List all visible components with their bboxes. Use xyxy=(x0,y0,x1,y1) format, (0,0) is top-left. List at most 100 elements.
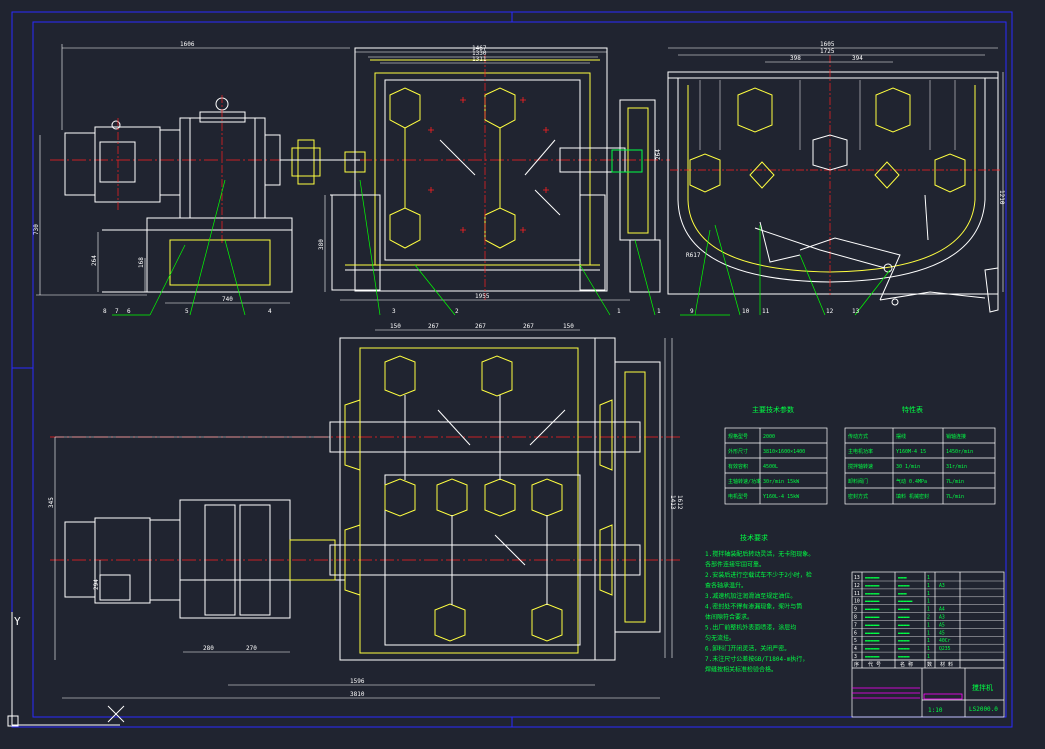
side-leaders xyxy=(680,224,891,316)
feature-cell: 摆线 xyxy=(896,433,906,440)
balloons-right-group: 1 9 10 11 12 13 xyxy=(657,308,860,315)
dim-1311: 1311 xyxy=(472,56,487,63)
parts-cell: A4 xyxy=(939,607,945,613)
plan-motor xyxy=(64,517,181,604)
parts-cell: ▬▬▬▬▬ xyxy=(865,631,880,636)
balloon-12: 12 xyxy=(826,308,834,315)
main-param-label: 外形尺寸 xyxy=(728,448,748,455)
plan-dimension-lines xyxy=(54,329,673,699)
parts-header-cell: 序 xyxy=(854,661,859,668)
feature-cell: 填料 机械密封 xyxy=(896,493,929,500)
parts-cell: 11 xyxy=(854,591,860,597)
parts-cell: 1 xyxy=(927,638,930,644)
tech-note-line: 各部件连接牢固可靠。 xyxy=(705,561,765,569)
balloons-left-group: 8 7 6 5 4 xyxy=(103,308,272,315)
tech-note-line: 1.搅拌轴装配后转动灵活，无卡阻现象。 xyxy=(705,550,814,558)
revision-stamps xyxy=(852,687,963,700)
tech-note-line: 7.未注尺寸公差按GB/T1804-m执行， xyxy=(705,655,808,663)
drawing-frame xyxy=(11,11,1013,728)
parts-cell: 1 xyxy=(927,607,930,613)
front-view: 1606 1467 1330 1311 730 264 168 380 740 … xyxy=(33,41,670,316)
feature-cell: 7L/min xyxy=(946,494,964,500)
parts-cell: ▬▬▬ xyxy=(898,576,907,581)
balloon-6: 6 xyxy=(127,308,131,315)
feature-cell: 30 1/min xyxy=(896,464,920,470)
balloon-8: 8 xyxy=(103,308,107,315)
balloon-3: 3 xyxy=(392,308,396,315)
parts-cell: 1 xyxy=(927,575,930,581)
balloon-10: 10 xyxy=(742,308,750,315)
tech-notes-title: 技术要求 xyxy=(740,533,768,542)
parts-cell: 1 xyxy=(927,622,930,628)
feature-cell: 卸料阀门 xyxy=(848,478,868,485)
plan-blades xyxy=(404,395,566,605)
balloons-mid-group: 3 2 1 xyxy=(392,308,621,315)
parts-cell: 10 xyxy=(854,599,860,605)
dim-1606: 1606 xyxy=(180,41,195,48)
feature-cell: 气动 0.4MPa xyxy=(896,478,927,485)
dim-1725: 1725 xyxy=(820,48,835,55)
tech-note-line: 查各轴承温升。 xyxy=(705,582,747,590)
plan-paddles xyxy=(344,355,613,642)
dim-398: 398 xyxy=(790,55,801,62)
dim-1413: 1413 xyxy=(669,495,676,510)
parts-cell: ▬▬▬▬ xyxy=(898,616,910,621)
main-params-title: 主要技术参数 xyxy=(752,405,794,414)
parts-cell: 1 xyxy=(927,630,930,636)
parts-cell: ▬▬▬▬▬ xyxy=(865,647,880,652)
coupling xyxy=(280,139,366,185)
dim-3810: 3810 xyxy=(350,691,365,698)
feature-cell: 31r/min xyxy=(946,464,967,470)
parts-cell: ▬▬▬▬ xyxy=(898,584,910,589)
dim-380: 380 xyxy=(318,239,325,250)
paddles-front xyxy=(389,87,561,249)
parts-cell: 5 xyxy=(854,638,857,644)
parts-header-cell: 材 料 xyxy=(940,661,953,668)
parts-cell: ▬▬▬▬ xyxy=(898,631,910,636)
parts-cell: ▬▬▬▬ xyxy=(898,623,910,628)
dim-345: 345 xyxy=(48,497,55,508)
dim-270: 270 xyxy=(246,645,257,652)
bolt-markers xyxy=(428,97,549,233)
parts-cell: A3 xyxy=(939,615,945,621)
dim-294: 294 xyxy=(93,579,100,590)
dim-264-right: 264 xyxy=(655,149,662,160)
tech-note-line: 4.密封处不得有渗漏现象，桨叶与筒 xyxy=(705,603,802,611)
parts-cell: ▬▬▬▬▬ xyxy=(865,584,880,589)
parts-cell: A3 xyxy=(939,583,945,589)
balloon-r1: 1 xyxy=(657,308,661,315)
tech-note-line: 6.卸料门开闭灵活，关闭严密。 xyxy=(705,645,790,653)
drawing-number: LS2000.0 xyxy=(969,706,998,713)
dim-1605: 1605 xyxy=(820,41,835,48)
reducer xyxy=(179,97,281,219)
main-param-value: Y160L-4 15kW xyxy=(763,494,800,500)
drawing-scale: 1:10 xyxy=(928,707,943,714)
dim-267a: 267 xyxy=(428,323,439,330)
drawing-name: 搅拌机 xyxy=(972,683,993,692)
parts-cell: 40Cr xyxy=(939,638,951,644)
main-param-label: 有效容积 xyxy=(728,463,748,470)
parts-header-cell: 数 xyxy=(927,661,932,668)
tech-note-line: 体间隙符合要求。 xyxy=(705,613,753,621)
dim-1612: 1612 xyxy=(676,495,683,510)
parts-cell: 1 xyxy=(927,654,930,660)
mixer-body-front xyxy=(330,47,608,292)
balloon-11: 11 xyxy=(762,308,770,315)
drive-base xyxy=(102,217,293,293)
parts-cell: 9 xyxy=(854,607,857,613)
plan-body xyxy=(329,337,661,661)
parts-cell: 3 xyxy=(854,654,857,660)
dim-1330: 1330 xyxy=(472,50,487,57)
main-param-label: 规格型号 xyxy=(728,433,748,440)
feature-cell: 传动方式 xyxy=(848,433,868,440)
parts-cell: ▬▬▬▬▬ xyxy=(865,592,880,597)
feature-cell: 主电机功率 xyxy=(848,448,873,455)
dim-280: 280 xyxy=(203,645,214,652)
dim-394: 394 xyxy=(852,55,863,62)
main-param-value: 3810×1600×1400 xyxy=(763,449,805,455)
balloon-1: 1 xyxy=(617,308,621,315)
feature-cell: 1450r/min xyxy=(946,449,973,455)
